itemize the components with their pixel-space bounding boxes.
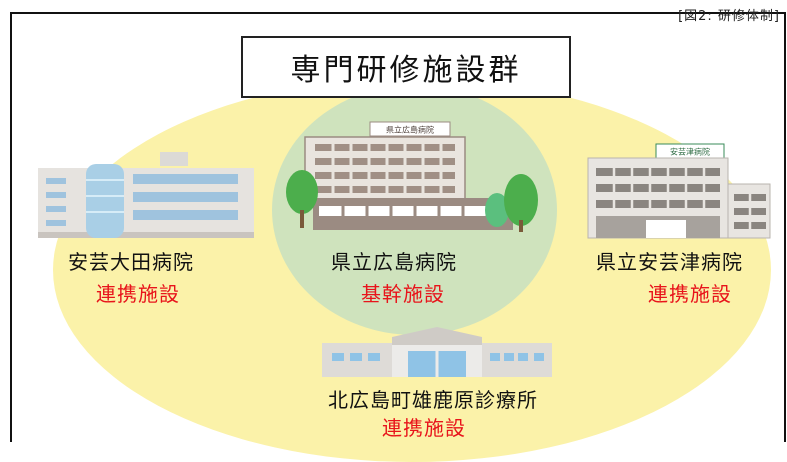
bottom-clinic-name: 北広島町雄鹿原診療所 <box>328 388 538 412</box>
left-building-base <box>38 232 254 238</box>
bottom-clinic-building <box>322 327 552 377</box>
center-tree-left <box>286 170 318 228</box>
left-building-glass-tower <box>86 164 124 238</box>
center-hospital-building: 県立広島病院 <box>286 121 538 232</box>
center-building-lower-window-dividers <box>341 206 489 216</box>
center-building-windows <box>315 144 455 193</box>
left-building-glass-lines <box>86 179 124 213</box>
right-hospital-building: 安芸津病院 <box>587 143 771 239</box>
left-building-roof-block <box>160 152 188 166</box>
left-building-windows <box>46 174 238 226</box>
center-hospital-name: 県立広島病院 <box>331 250 457 274</box>
center-building-lower-windows <box>319 206 507 216</box>
center-hospital-sign-text: 県立広島病院 <box>386 125 434 135</box>
right-building-window-dividers <box>612 166 752 230</box>
left-hospital-building <box>38 152 254 238</box>
figure-frame: [図2: 研修体制] <box>10 9 786 442</box>
bottom-building-windows <box>332 353 544 361</box>
center-building-window-dividers <box>331 140 443 196</box>
page-title: 専門研修施設群 <box>241 36 571 98</box>
center-tree-right <box>504 174 538 232</box>
right-hospital-name: 県立安芸津病院 <box>596 250 743 274</box>
right-hospital-role: 連携施設 <box>648 282 732 306</box>
figure-caption: [図2: 研修体制] <box>678 9 780 24</box>
right-hospital-sign-text: 安芸津病院 <box>670 147 710 157</box>
center-tree-right-small <box>485 193 509 227</box>
left-hospital-role: 連携施設 <box>96 282 180 306</box>
bottom-building-roof <box>392 327 482 347</box>
center-hospital-sign <box>369 121 451 137</box>
left-hospital-name: 安芸大田病院 <box>68 250 194 274</box>
bottom-clinic-role: 連携施設 <box>382 416 466 440</box>
right-building-entrance <box>646 220 686 238</box>
center-hospital-role: 基幹施設 <box>361 282 445 306</box>
